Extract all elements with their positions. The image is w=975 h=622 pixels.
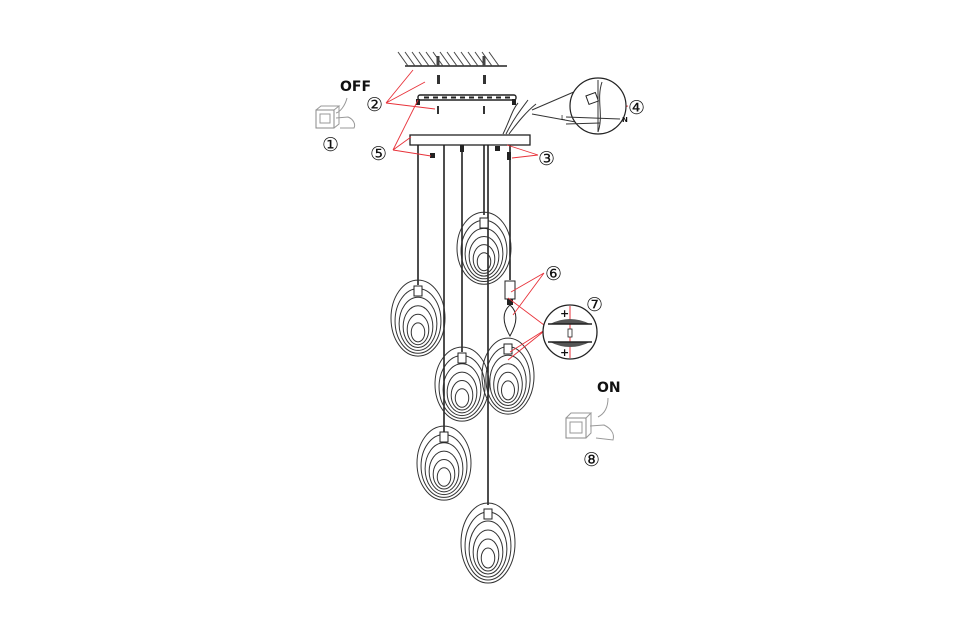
switch-on-label: ON	[597, 380, 621, 396]
polarity-plus-top: +	[560, 307, 569, 320]
mounting-bracket	[416, 94, 517, 105]
canopy-screw	[495, 146, 500, 151]
leader-lines	[385, 69, 629, 361]
pendant-shade	[460, 502, 516, 584]
switch-off-label: OFF	[340, 79, 371, 95]
switch-off-illustration: OFF	[315, 79, 371, 129]
step-7: ⑦	[586, 294, 603, 316]
ceiling	[397, 51, 507, 67]
step-8: ⑧	[583, 449, 600, 471]
supply-wires	[502, 99, 537, 135]
shade-polarity-callout: + +	[542, 304, 598, 360]
step-2: ②	[366, 94, 383, 116]
canopy	[409, 134, 531, 146]
step-4: ④	[628, 97, 645, 119]
cord-grip	[507, 152, 511, 160]
pendant-shade	[456, 211, 512, 285]
step-numbers: ① ② ③ ④ ⑤ ⑥ ⑦ ⑧	[322, 94, 645, 471]
pendant-shade	[434, 346, 490, 422]
wire-neutral-label: N	[622, 116, 628, 124]
switch-on-illustration: ON	[565, 380, 621, 441]
bulb-socket	[503, 280, 517, 338]
step-5: ⑤	[370, 143, 387, 165]
step-6: ⑥	[545, 263, 562, 285]
pendant-shade	[390, 279, 446, 357]
pendant-shade	[481, 337, 535, 415]
step-1: ①	[322, 134, 339, 156]
pendant-shade	[416, 425, 472, 501]
pendant-cords	[417, 145, 511, 505]
pendant-shades	[390, 211, 535, 584]
wire-live-label: L	[561, 114, 565, 122]
wiring-detail-callout: L N	[531, 77, 628, 135]
ceiling-screws	[437, 75, 486, 114]
polarity-plus-bottom: +	[560, 346, 569, 359]
canopy-screw	[430, 153, 435, 158]
step-3: ③	[538, 148, 555, 170]
